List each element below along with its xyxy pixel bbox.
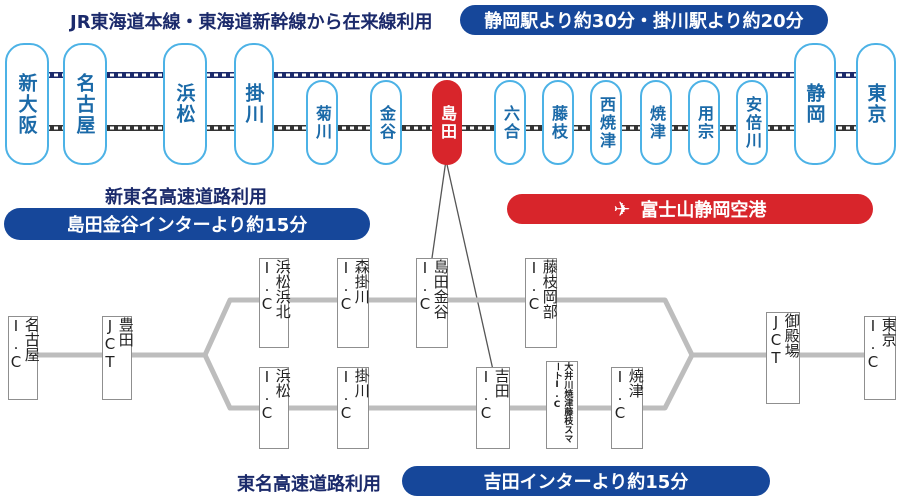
shimada-to-kanaya-ic-line [431, 159, 447, 259]
ic-label: 島田金谷I.C [416, 259, 450, 319]
station-label: 新大阪 [15, 72, 38, 136]
jct-gotemba: 御殿場JCT [766, 312, 801, 404]
ic-kakegawa: 掛川I.C [337, 367, 371, 449]
station-kakegawa: 掛川 [234, 43, 274, 165]
ic-hamamatsu: 浜松I.C [258, 367, 292, 449]
station-label: 六合 [501, 104, 520, 141]
ic-label: 御殿場JCT [767, 313, 801, 367]
jr-heading: JR東海道本線・東海道新幹線から在来線利用 [70, 12, 433, 33]
station-nishi-yaizu: 西焼津 [590, 80, 622, 165]
station-rokugo: 六合 [494, 80, 526, 165]
ic-oigawa-yaizu-fujieda-smart: 大井川焼津藤枝スマートI.C [546, 361, 578, 449]
ic-shimada-kanaya: 島田金谷I.C [416, 258, 450, 348]
ic-yoshida: 吉田I.C [476, 367, 511, 449]
station-label: 焼津 [647, 104, 666, 141]
station-shimada: 島田 [432, 80, 462, 165]
station-kanaya: 金谷 [370, 80, 402, 165]
station-shin-osaka: 新大阪 [5, 43, 49, 165]
ic-tokyo: 東京I.C [864, 316, 898, 400]
station-shizuoka: 静岡 [794, 43, 836, 165]
ic-nagoya: 名古屋I.C [7, 316, 41, 400]
airplane-icon: ✈ [613, 197, 631, 221]
ic-mori-kakegawa: 森掛川I.C [337, 258, 371, 348]
ic-label: 掛川I.C [337, 368, 371, 422]
jr-time-pill: 静岡駅より約30分・掛川駅より約20分 [460, 5, 828, 35]
airport-label: 富士山静岡空港 [640, 200, 767, 221]
station-label: 金谷 [377, 104, 396, 141]
station-label: 西焼津 [597, 95, 616, 150]
jct-toyota: 豊田JCT [101, 316, 135, 400]
station-kikugawa: 菊川 [306, 80, 338, 165]
ic-label: 豊田JCT [101, 317, 135, 371]
station-label: 安倍川 [743, 95, 762, 150]
expressway-network [20, 297, 885, 411]
station-nagoya: 名古屋 [63, 43, 107, 165]
station-fujieda: 藤枝 [542, 80, 574, 165]
ic-label: 名古屋I.C [7, 317, 41, 371]
ic-label: 藤枝岡部I.C [525, 259, 559, 319]
ic-label: 浜松I.C [258, 368, 292, 422]
shimada-to-yoshida-ic-line [445, 159, 494, 371]
station-label: 藤枝 [549, 104, 568, 141]
ic-hamamatsu-hamakita: 浜松浜北I.C [258, 258, 292, 348]
station-yaizu: 焼津 [640, 80, 672, 165]
ic-yaizu: 焼津I.C [611, 367, 645, 449]
station-label: 静岡 [803, 83, 826, 125]
ic-label: 東京I.C [864, 317, 898, 371]
tomei-time-pill: 吉田インターより約15分 [402, 466, 770, 496]
station-label: 東京 [864, 83, 887, 125]
station-tokyo: 東京 [856, 43, 896, 165]
ic-label: 焼津I.C [611, 368, 645, 422]
station-label: 掛川 [242, 83, 265, 125]
station-label: 名古屋 [73, 72, 96, 136]
ic-label: 浜松浜北I.C [258, 259, 292, 319]
station-hamamatsu: 浜松 [163, 43, 207, 165]
station-label: 浜松 [173, 83, 196, 125]
ic-label: 森掛川I.C [337, 259, 371, 313]
station-label: 用宗 [695, 104, 714, 141]
station-label: 菊川 [313, 104, 332, 141]
airport-pill: ✈ 富士山静岡空港 [507, 194, 873, 224]
station-mochimune: 用宗 [688, 80, 720, 165]
station-label: 島田 [438, 104, 457, 141]
ic-label: 吉田I.C [477, 368, 511, 422]
tomei-heading: 東名高速道路利用 [237, 474, 381, 495]
new-tomei-time-pill: 島田金谷インターより約15分 [4, 208, 370, 240]
station-abekawa: 安倍川 [736, 80, 768, 165]
ic-fujieda-okabe: 藤枝岡部I.C [525, 258, 559, 348]
ic-label: 大井川焼津藤枝スマートI.C [552, 362, 573, 443]
new-tomei-heading: 新東名高速道路利用 [105, 187, 267, 208]
